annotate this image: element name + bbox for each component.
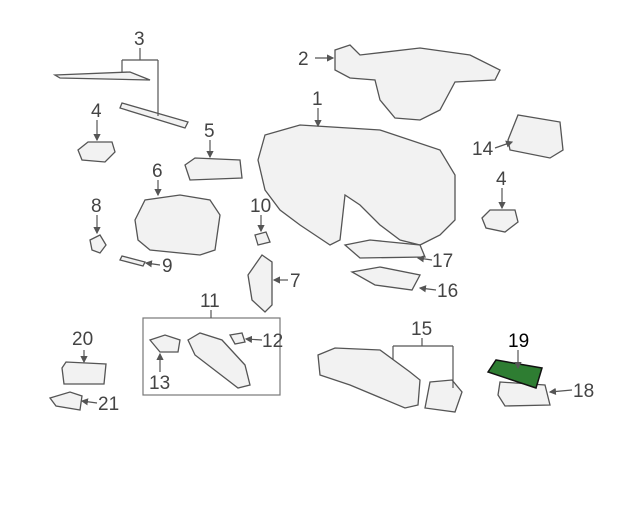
callout-5[interactable]: 5 bbox=[204, 121, 215, 142]
callout-19-selected[interactable]: 19 bbox=[508, 331, 529, 352]
callout-1[interactable]: 1 bbox=[312, 89, 323, 110]
callout-7[interactable]: 7 bbox=[290, 271, 301, 292]
part-13-bracket[interactable] bbox=[148, 334, 181, 353]
callout-4-left[interactable]: 4 bbox=[91, 101, 102, 122]
callout-3[interactable]: 3 bbox=[134, 29, 145, 50]
part-14-glovebox[interactable] bbox=[507, 114, 564, 159]
part-4-vent-left[interactable] bbox=[77, 141, 116, 163]
part-3-trim-top[interactable] bbox=[52, 71, 151, 81]
callout-13[interactable]: 13 bbox=[149, 373, 170, 394]
part-3-trim-strip[interactable] bbox=[119, 102, 189, 129]
callout-8[interactable]: 8 bbox=[91, 196, 102, 217]
callout-18[interactable]: 18 bbox=[573, 381, 594, 402]
callout-4-right[interactable]: 4 bbox=[496, 169, 507, 190]
callout-10[interactable]: 10 bbox=[250, 196, 271, 217]
part-15-panel-cover[interactable] bbox=[317, 347, 421, 409]
callout-14[interactable]: 14 bbox=[472, 139, 494, 160]
part-10-clip[interactable] bbox=[254, 231, 271, 246]
part-15-pad[interactable] bbox=[424, 379, 463, 413]
callout-21[interactable]: 21 bbox=[98, 394, 119, 415]
part-20-control[interactable] bbox=[61, 361, 107, 385]
part-19-highlighted[interactable] bbox=[486, 359, 543, 389]
part-16-trim[interactable] bbox=[350, 266, 421, 291]
callout-15[interactable]: 15 bbox=[411, 319, 432, 340]
part-7-endcap[interactable] bbox=[247, 254, 273, 313]
part-9-strip[interactable] bbox=[119, 255, 146, 267]
part-5-bracket[interactable] bbox=[184, 157, 243, 181]
callout-16[interactable]: 16 bbox=[437, 281, 458, 302]
callout-20[interactable]: 20 bbox=[72, 329, 93, 350]
callout-12[interactable]: 12 bbox=[262, 331, 283, 352]
part-8-knob[interactable] bbox=[89, 234, 107, 254]
leader-3 bbox=[121, 48, 159, 116]
callout-9[interactable]: 9 bbox=[162, 256, 173, 277]
part-17-trim[interactable] bbox=[343, 239, 426, 259]
part-18-housing[interactable] bbox=[497, 381, 551, 407]
callout-17[interactable]: 17 bbox=[432, 251, 453, 272]
part-6-cluster-bezel[interactable] bbox=[134, 194, 221, 256]
callout-11[interactable]: 11 bbox=[200, 291, 220, 312]
part-12-clip[interactable] bbox=[228, 332, 246, 345]
callout-2[interactable]: 2 bbox=[298, 49, 309, 70]
part-11-panel[interactable] bbox=[187, 332, 251, 389]
leader-15 bbox=[392, 338, 454, 388]
part-4-vent-right[interactable] bbox=[481, 209, 519, 233]
part-1-instrument-panel[interactable] bbox=[257, 124, 456, 246]
part-2-crossmember[interactable] bbox=[334, 44, 501, 121]
callout-6[interactable]: 6 bbox=[152, 161, 163, 182]
part-21-bracket[interactable] bbox=[48, 391, 83, 411]
